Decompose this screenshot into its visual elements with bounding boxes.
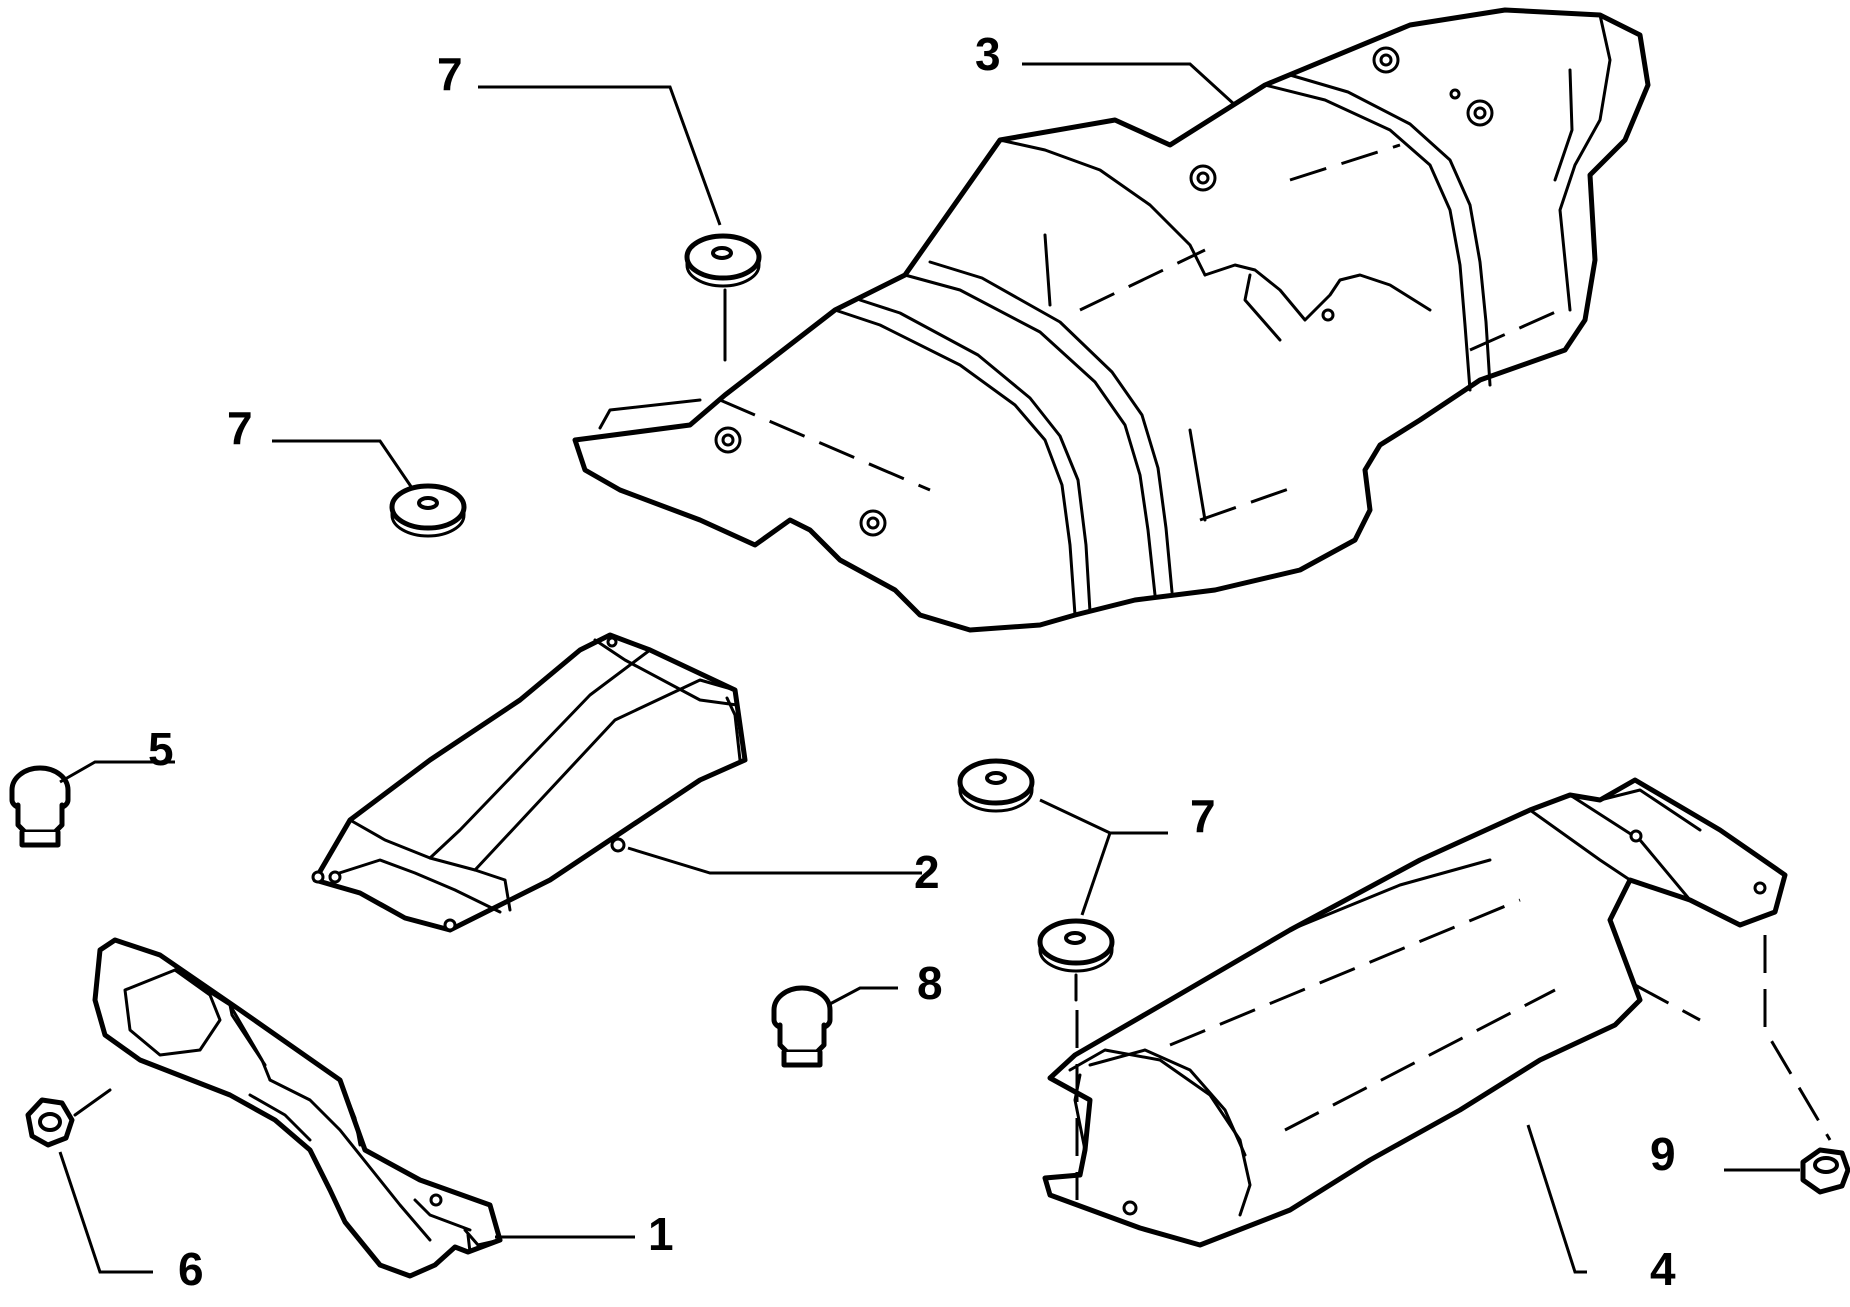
callout-4: 4 xyxy=(1650,1243,1676,1295)
callout-7-left: 7 xyxy=(227,402,253,454)
nut-part-6 xyxy=(25,1097,75,1148)
callout-7-top: 7 xyxy=(437,48,463,100)
washer-7-left xyxy=(389,483,467,538)
callout-3: 3 xyxy=(975,28,1001,80)
washer-7-upper xyxy=(684,233,762,288)
washer-7-mid-top xyxy=(957,758,1035,813)
washer-7-mid-bottom xyxy=(1037,918,1115,973)
callout-7-right: 7 xyxy=(1190,790,1216,842)
callout-5: 5 xyxy=(148,723,174,775)
callout-8: 8 xyxy=(917,957,943,1009)
callout-2: 2 xyxy=(914,846,940,898)
leader-lines xyxy=(58,62,1800,1274)
assembly-lines xyxy=(73,288,1832,1200)
clip-part-8 xyxy=(771,985,833,1068)
clip-part-5 xyxy=(9,765,71,848)
heat-shield-part-3 xyxy=(572,7,1651,633)
callout-labels: 7 7 3 5 2 7 8 1 6 4 9 xyxy=(148,28,1676,1295)
heat-shield-part-4 xyxy=(1042,777,1788,1248)
callout-9: 9 xyxy=(1650,1128,1676,1180)
callout-1: 1 xyxy=(648,1208,674,1260)
heat-shield-part-2 xyxy=(311,632,748,933)
nut-part-9 xyxy=(1800,1147,1850,1195)
callout-6: 6 xyxy=(178,1243,204,1295)
heat-shield-part-1 xyxy=(92,937,503,1279)
